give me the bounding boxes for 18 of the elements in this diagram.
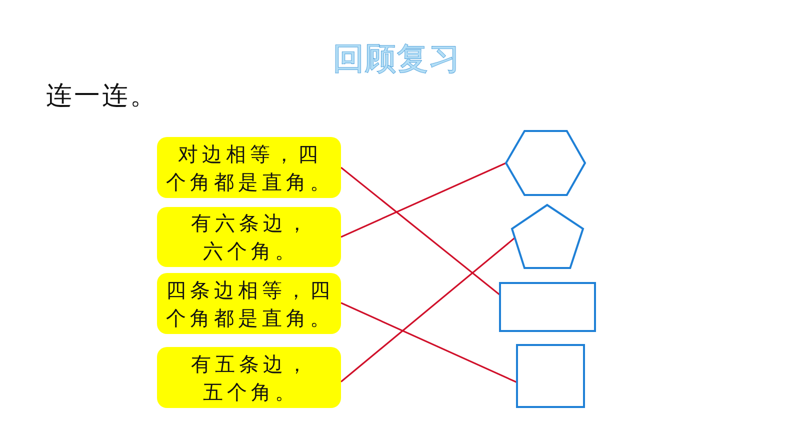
hexagon-shape bbox=[505, 130, 586, 196]
connecting-line bbox=[340, 166, 500, 296]
statement-text: 四条边相等，四个角都是直角。 bbox=[165, 276, 335, 332]
square-shape bbox=[516, 344, 585, 408]
statement-card bbox=[157, 137, 341, 198]
statement-text: 有六条边，六个角。 bbox=[190, 210, 312, 265]
statement-card bbox=[157, 207, 341, 267]
instruction-text: 连一连。 bbox=[46, 80, 158, 112]
statement-card bbox=[157, 273, 341, 334]
statement-card bbox=[157, 347, 341, 408]
statement-text: 有五条边，五个角。 bbox=[190, 350, 312, 406]
connecting-line bbox=[340, 162, 506, 238]
connecting-line bbox=[340, 302, 518, 384]
statement-text: 对边相等，四个角都是直角。 bbox=[165, 140, 335, 196]
rectangle-shape bbox=[499, 282, 596, 332]
connecting-line bbox=[340, 237, 516, 382]
pentagon-shape bbox=[511, 204, 584, 269]
heading: 回顾复习 bbox=[333, 40, 461, 78]
